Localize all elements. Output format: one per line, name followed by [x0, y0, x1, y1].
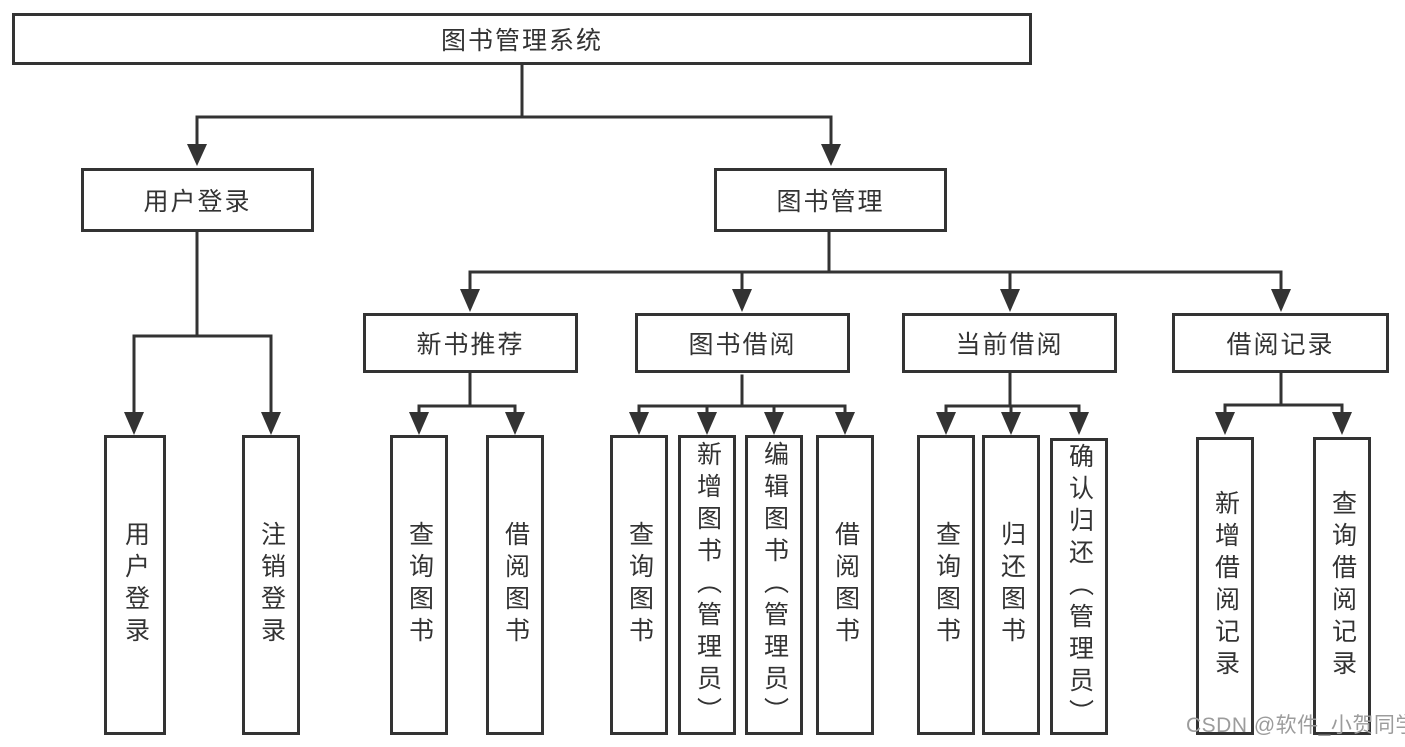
- leaf-query-borrow-record: 查询借阅记录: [1313, 437, 1371, 735]
- node-label: 借阅图书: [831, 521, 860, 649]
- node-current-borrowing: 当前借阅: [902, 313, 1117, 373]
- node-label: 图书借阅: [688, 331, 797, 359]
- node-label: 新书推荐: [416, 331, 525, 359]
- node-label: 注销登录: [257, 521, 286, 649]
- leaf-query-books-1: 查询图书: [390, 435, 448, 735]
- leaf-return-books: 归还图书: [982, 435, 1040, 735]
- node-label: 查询图书: [625, 521, 654, 649]
- leaf-query-books-2: 查询图书: [610, 435, 668, 735]
- leaf-borrow-books-2: 借阅图书: [816, 435, 874, 735]
- leaf-add-books-admin: 新增图书（管理员）: [678, 435, 736, 735]
- csdn-watermark: CSDN @软件_小贺同学: [1186, 714, 1405, 737]
- leaf-user-login: 用户登录: [104, 435, 166, 735]
- node-label: 查询借阅记录: [1328, 490, 1357, 682]
- node-label: 用户登录: [143, 188, 252, 216]
- node-label: 确认归还（管理员）: [1065, 442, 1094, 731]
- node-new-book-recommend: 新书推荐: [363, 313, 578, 373]
- node-book-management: 图书管理: [714, 168, 947, 232]
- leaf-query-books-3: 查询图书: [917, 435, 975, 735]
- leaf-confirm-return-admin: 确认归还（管理员）: [1050, 438, 1108, 735]
- node-label: 图书管理: [776, 188, 885, 216]
- leaf-logout: 注销登录: [242, 435, 300, 735]
- node-label: 当前借阅: [955, 331, 1064, 359]
- node-library-management-system: 图书管理系统: [12, 13, 1032, 65]
- node-label: 归还图书: [997, 521, 1026, 649]
- node-label: 用户登录: [121, 521, 150, 649]
- leaf-add-borrow-record: 新增借阅记录: [1196, 437, 1254, 735]
- node-label: 查询图书: [405, 521, 434, 649]
- node-label: 新增图书（管理员）: [693, 441, 722, 729]
- arrowheads: [124, 144, 1352, 435]
- node-borrow-records: 借阅记录: [1172, 313, 1389, 373]
- node-label: 图书管理系统: [440, 27, 603, 55]
- leaf-edit-books-admin: 编辑图书（管理员）: [745, 435, 803, 735]
- node-user-login: 用户登录: [81, 168, 314, 232]
- node-label: 借阅图书: [501, 521, 530, 649]
- leaf-borrow-books-1: 借阅图书: [486, 435, 544, 735]
- node-label: 新增借阅记录: [1211, 490, 1240, 682]
- node-book-borrowing: 图书借阅: [635, 313, 850, 373]
- node-label: 编辑图书（管理员）: [760, 441, 789, 729]
- node-label: 借阅记录: [1226, 331, 1335, 359]
- node-label: 查询图书: [932, 521, 961, 649]
